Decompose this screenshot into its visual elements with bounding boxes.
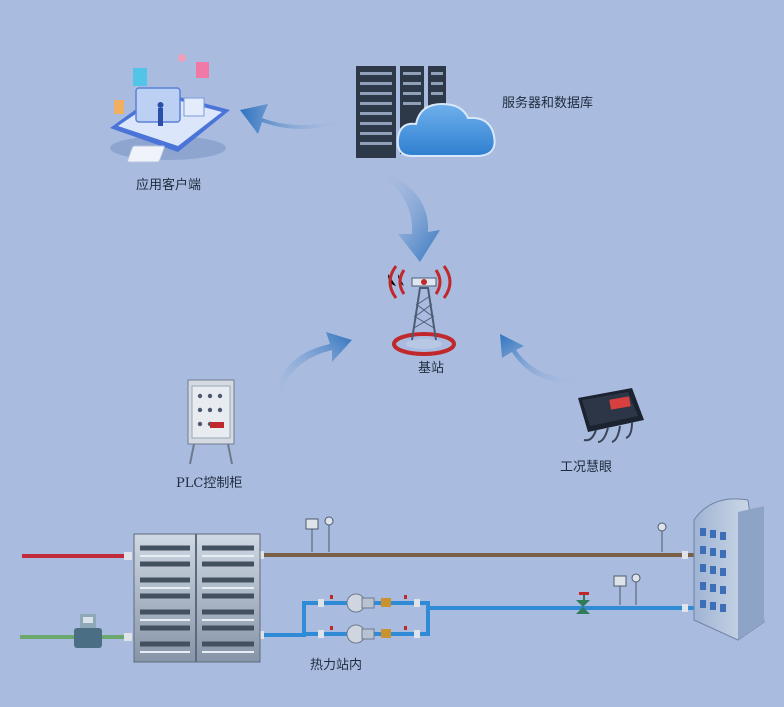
pipe-network <box>20 551 694 641</box>
plc-cabinet-icon <box>187 379 235 465</box>
arrow-plc-to-base <box>276 332 352 404</box>
base-station-label: 基站 <box>418 361 445 376</box>
server-rack-icon <box>356 66 446 158</box>
gauge-instruments <box>305 516 667 605</box>
flow-meter-icon <box>74 614 102 648</box>
heat-station-label: 热力站内 <box>310 658 363 673</box>
monitor-device-icon <box>578 388 644 443</box>
valve-icon <box>330 592 590 638</box>
phone-app-icon <box>110 54 230 163</box>
server-db-label: 服务器和数据库 <box>502 96 594 111</box>
arrow-server-to-app <box>240 104 345 134</box>
monitor-eye-label: 工况慧眼 <box>560 460 613 475</box>
radio-tower-icon <box>388 265 456 356</box>
app-client-label: 应用客户端 <box>136 178 202 193</box>
building-icon <box>693 498 765 641</box>
arrow-monitor-to-base <box>500 334 586 385</box>
arrow-server-to-base <box>380 170 440 262</box>
heat-exchanger-icon <box>133 533 261 663</box>
pump-icon <box>346 593 375 644</box>
cloud-icon <box>396 102 496 157</box>
plc-cabinet-label: PLC控制柜 <box>176 476 243 491</box>
